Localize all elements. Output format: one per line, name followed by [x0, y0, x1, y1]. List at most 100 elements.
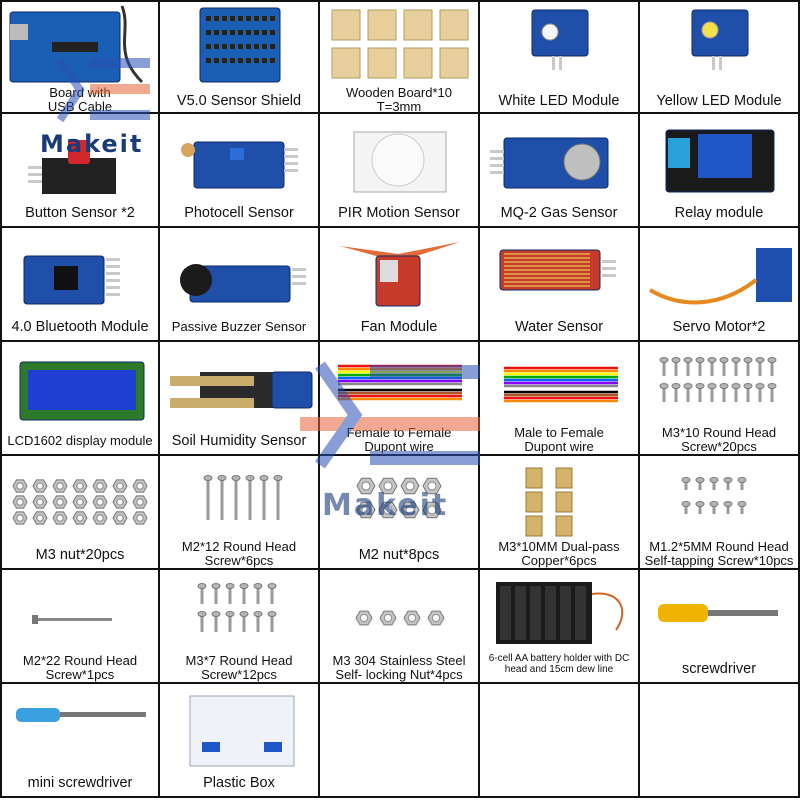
product-label-line: LCD1602 display module [7, 433, 153, 448]
product-cell [640, 684, 800, 798]
product-label-line: Female to Female [346, 425, 452, 440]
product-label-line: Fan Module [360, 319, 438, 335]
battery-image [496, 582, 624, 644]
product-cell: Servo Motor*2 [640, 228, 800, 342]
product-cell: Plastic Box [160, 684, 320, 798]
product-label: Plastic Box [162, 775, 316, 791]
product-label-line: Yellow LED Module [656, 93, 782, 109]
product-label: Servo Motor*2 [642, 319, 796, 335]
product-label-line: Wooden Board*10 [345, 85, 452, 100]
product-cell [480, 684, 640, 798]
water-image [499, 249, 616, 291]
product-label: Button Sensor *2 [4, 205, 156, 221]
led-white-image [531, 9, 589, 70]
soil-image [170, 371, 313, 409]
product-label-line: head and 15cm dew line [504, 663, 614, 675]
product-label: V5.0 Sensor Shield [162, 93, 316, 109]
product-cell: 4.0 Bluetooth Module [0, 228, 160, 342]
product-cell [320, 684, 480, 798]
empty-image [320, 684, 480, 798]
product-label: PIR Motion Sensor [322, 205, 476, 221]
product-label: M2 nut*8pcs [322, 547, 476, 563]
product-label-line: Passive Buzzer Sensor [171, 319, 307, 334]
product-cell: PIR Motion Sensor [320, 114, 480, 228]
product-label-line: Screw*12pcs [201, 666, 277, 682]
product-cell: Water Sensor [480, 228, 640, 342]
wood-image [331, 9, 469, 79]
product-label-line: Copper*6pcs [521, 552, 597, 568]
product-label-line: M2*22 Round Head [22, 653, 138, 668]
product-label-line: M2*12 Round Head [181, 539, 297, 554]
product-label: 4.0 Bluetooth Module [4, 319, 156, 335]
pir-image [353, 131, 447, 193]
product-label: screwdriver [642, 661, 796, 677]
product-label-line: M1.2*5MM Round Head [649, 539, 789, 554]
lcd-image [19, 361, 145, 421]
product-cell: MQ-2 Gas Sensor [480, 114, 640, 228]
product-cell: Relay module [640, 114, 800, 228]
button-image [28, 140, 116, 194]
product-label: MQ-2 Gas Sensor [482, 205, 636, 221]
box-image [189, 695, 295, 767]
buzzer-image [180, 264, 306, 303]
product-label-line: M3*10 Round Head [661, 425, 777, 440]
product-label-line: Servo Motor*2 [672, 319, 766, 335]
product-label-line: V5.0 Sensor Shield [176, 93, 302, 109]
product-label-line: M3*10MM Dual-pass [498, 539, 620, 554]
relay-image [665, 129, 775, 193]
product-label-line: White LED Module [498, 93, 620, 109]
product-label-line: Dupont wire [364, 438, 434, 454]
product-label-line: 6-cell AA battery holder with DC [488, 653, 630, 664]
product-cell: mini screwdriver [0, 684, 160, 798]
screws6-image [203, 475, 283, 520]
wires2-image [504, 366, 618, 403]
product-label-line: Plastic Box [203, 775, 275, 791]
product-cell: Fan Module [320, 228, 480, 342]
shield-image [199, 7, 281, 83]
nuts8-image [356, 477, 442, 519]
product-cell: Photocell Sensor [160, 114, 320, 228]
product-label-line: Water Sensor [514, 319, 604, 335]
product-label: Passive Buzzer Sensor [162, 320, 316, 334]
product-label: Relay module [642, 205, 796, 221]
product-label: White LED Module [482, 93, 636, 109]
product-cell: screwdriver [640, 570, 800, 684]
product-cell: Soil Humidity Sensor [160, 342, 320, 456]
product-cell: LCD1602 display module [0, 342, 160, 456]
bluetooth-image [23, 255, 120, 305]
product-label-line: Soil Humidity Sensor [171, 433, 307, 449]
photocell-image [181, 141, 298, 189]
screws20-image [659, 357, 777, 402]
nuts4-image [355, 610, 445, 626]
product-cell: V5.0 Sensor Shield [160, 0, 320, 114]
mini-image [16, 708, 146, 722]
product-label: Water Sensor [482, 319, 636, 335]
tiny-image [681, 477, 747, 514]
product-label-line: mini screwdriver [27, 775, 133, 791]
copper-image [525, 467, 573, 537]
product-label: M3 nut*20pcs [4, 547, 156, 563]
servo-image [648, 248, 792, 305]
product-label: LCD1602 display module [4, 434, 156, 448]
product-cell: Passive Buzzer Sensor [160, 228, 320, 342]
product-label-line: Photocell Sensor [184, 205, 294, 221]
product-label-line: USB Cable [47, 98, 113, 114]
product-cell: White LED Module [480, 0, 640, 114]
product-label-line: Screw*1pcs [45, 666, 115, 682]
fan-image [340, 242, 460, 307]
product-label-line: T=3mm [376, 98, 422, 114]
